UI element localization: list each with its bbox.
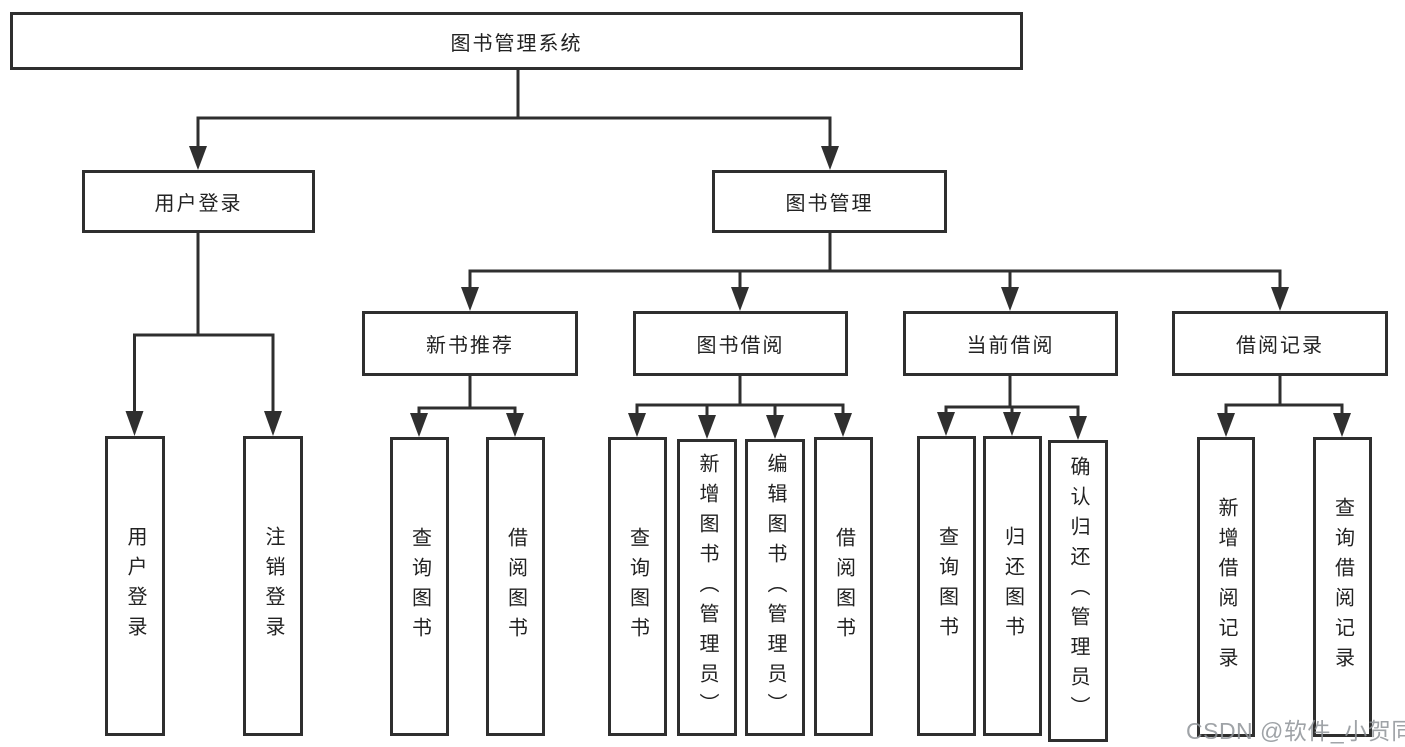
leaf-label: 借阅图书 — [504, 526, 527, 647]
leaf-label: 新增借阅记录 — [1215, 497, 1237, 677]
node-book-borrowing: 图书借阅 — [633, 311, 848, 376]
node-label: 用户登录 — [154, 193, 243, 215]
leaf-user-login: 用户登录 — [105, 436, 165, 736]
connector-edges — [133, 70, 1344, 420]
node-label: 新书推荐 — [426, 335, 514, 357]
node-library-management-system: 图书管理系统 — [10, 12, 1023, 70]
leaf-label: 确认归还（管理员） — [1067, 456, 1089, 726]
leaf-add-books-admin: 新增图书（管理员） — [677, 439, 737, 736]
watermark: CSDN @软件_小贺同学 — [1186, 718, 1405, 744]
leaf-label: 查询图书 — [408, 526, 431, 647]
node-label: 图书管理 — [785, 193, 874, 215]
leaf-edit-books-admin: 编辑图书（管理员） — [745, 439, 805, 736]
leaf-borrow-books-recommend: 借阅图书 — [486, 437, 545, 736]
leaf-return-books: 归还图书 — [983, 436, 1042, 736]
leaf-label: 归还图书 — [1001, 526, 1024, 646]
node-borrowing-records: 借阅记录 — [1172, 311, 1388, 376]
leaf-borrow-books-borrowing: 借阅图书 — [814, 437, 873, 736]
arrowheads — [125, 146, 1351, 440]
leaf-confirm-return-admin: 确认归还（管理员） — [1048, 440, 1108, 742]
node-label: 图书借阅 — [696, 335, 785, 357]
node-current-borrowing: 当前借阅 — [903, 311, 1118, 376]
leaf-label: 新增图书（管理员） — [696, 452, 718, 723]
leaf-label: 编辑图书（管理员） — [764, 452, 786, 723]
leaf-label: 查询图书 — [935, 526, 958, 646]
leaf-logout: 注销登录 — [243, 436, 303, 736]
node-label: 图书管理系统 — [450, 32, 583, 55]
leaf-query-books-borrowing: 查询图书 — [608, 437, 667, 736]
leaf-query-borrowing-record: 查询借阅记录 — [1313, 437, 1372, 737]
node-book-management: 图书管理 — [712, 170, 947, 233]
node-user-login: 用户登录 — [82, 170, 315, 233]
leaf-label: 查询图书 — [626, 526, 649, 647]
leaf-add-borrowing-record: 新增借阅记录 — [1197, 437, 1255, 737]
leaf-label: 用户登录 — [124, 526, 146, 646]
leaf-label: 查询借阅记录 — [1331, 497, 1354, 677]
leaf-label: 注销登录 — [262, 526, 284, 646]
node-label: 当前借阅 — [966, 335, 1055, 357]
leaf-label: 借阅图书 — [832, 526, 855, 647]
leaf-query-books-current: 查询图书 — [917, 436, 976, 736]
leaf-query-books-recommend: 查询图书 — [390, 437, 449, 736]
node-label: 借阅记录 — [1236, 335, 1324, 357]
node-new-book-recommendation: 新书推荐 — [362, 311, 578, 376]
